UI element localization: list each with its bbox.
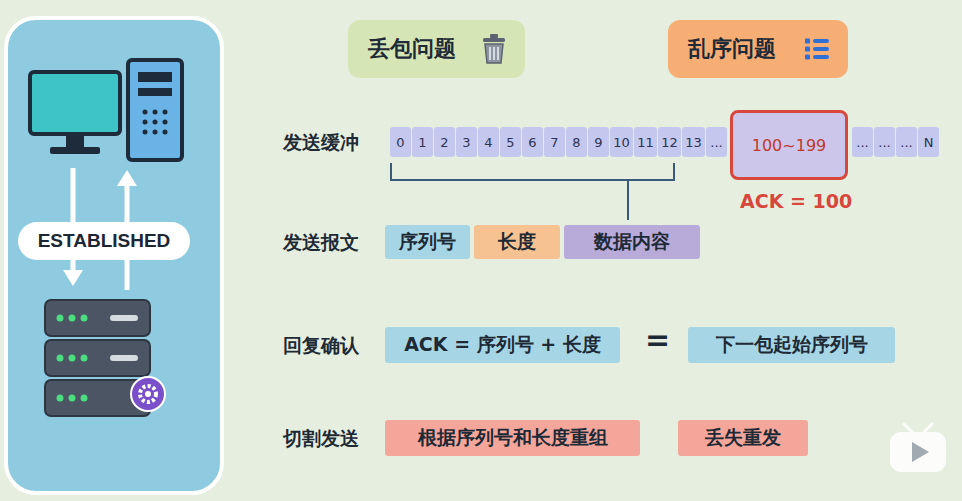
node-text: 下一包起始序列号: [716, 332, 868, 358]
method-box: 丢失重发: [678, 420, 808, 456]
node-text: 5: [506, 135, 514, 150]
equals-sign: =: [645, 322, 670, 357]
buffer-cell: 3: [456, 127, 477, 157]
field-box: 数据内容: [564, 225, 700, 259]
method-box: 根据序列号和长度重组: [385, 420, 640, 456]
topic-pill: 乱序问题: [668, 20, 848, 78]
buffer-cell: 9: [588, 127, 609, 157]
node-text: 100~199: [752, 136, 826, 155]
row-label: 回复确认: [283, 333, 359, 359]
node-text: 8: [572, 135, 580, 150]
node-text: 11: [637, 135, 654, 150]
node-text: ESTABLISHED: [38, 230, 171, 252]
topic-pill: 丢包问题: [348, 20, 525, 78]
buffer-cell: ...: [874, 127, 895, 157]
node-text: 长度: [498, 229, 536, 255]
field-box: 序列号: [385, 225, 470, 259]
buffer-cell: 4: [478, 127, 499, 157]
node-text: 0: [396, 135, 404, 150]
node-text: ...: [710, 135, 722, 150]
node-text: 3: [462, 135, 470, 150]
buffer-cell: 11: [634, 127, 657, 157]
row-label: 切割发送: [283, 426, 359, 452]
buffer-cell: 8: [566, 127, 587, 157]
buffer-cell: 0: [390, 127, 411, 157]
node-text: 数据内容: [594, 229, 670, 255]
node-text: 7: [550, 135, 558, 150]
node-text: 丢包问题: [368, 34, 456, 64]
computer-icon: [30, 60, 182, 160]
buffer-cell: ...: [896, 127, 917, 157]
side-panel: [6, 18, 222, 493]
buffer-cell: 7: [544, 127, 565, 157]
node-text: 9: [594, 135, 602, 150]
node-text: 1: [418, 135, 426, 150]
node-text: 序列号: [399, 229, 456, 255]
server-icon: [45, 300, 165, 416]
row-label: 发送缓冲: [283, 130, 359, 156]
node-text: 根据序列号和长度重组: [418, 425, 608, 451]
node-text: 2: [440, 135, 448, 150]
node-text: 13: [685, 135, 702, 150]
buffer-cell: 10: [610, 127, 633, 157]
node-text: 4: [484, 135, 492, 150]
node-text: N: [924, 135, 934, 150]
buffer-cell: 5: [500, 127, 521, 157]
buffer-cell: 12: [658, 127, 681, 157]
node-text: ...: [856, 135, 868, 150]
list-icon: [802, 33, 832, 65]
field-box: 长度: [474, 225, 560, 259]
trash-icon: [479, 33, 509, 65]
buffer-cell: 6: [522, 127, 543, 157]
node-text: 丢失重发: [705, 425, 781, 451]
node-text: ACK = 序列号 + 长度: [404, 332, 601, 358]
bracket: [391, 163, 674, 220]
formula-box: ACK = 序列号 + 长度: [385, 327, 620, 363]
formula-box: 下一包起始序列号: [688, 327, 895, 363]
node-text: ...: [900, 135, 912, 150]
buffer-cell: N: [918, 127, 939, 157]
video-site-icon: [890, 424, 946, 472]
buffer-cell: 13: [682, 127, 705, 157]
buffer-cell: 2: [434, 127, 455, 157]
state-pill: ESTABLISHED: [18, 222, 190, 260]
buffer-cell: ...: [852, 127, 873, 157]
node-text: ...: [878, 135, 890, 150]
ack-label: ACK = 100: [740, 190, 852, 212]
node-text: 12: [661, 135, 678, 150]
row-label: 发送报文: [283, 230, 359, 256]
buffer-cell: 1: [412, 127, 433, 157]
node-text: 6: [528, 135, 536, 150]
node-text: 乱序问题: [688, 34, 776, 64]
highlight-range: 100~199: [730, 110, 848, 180]
node-text: 10: [613, 135, 630, 150]
buffer-cell: ...: [706, 127, 727, 157]
